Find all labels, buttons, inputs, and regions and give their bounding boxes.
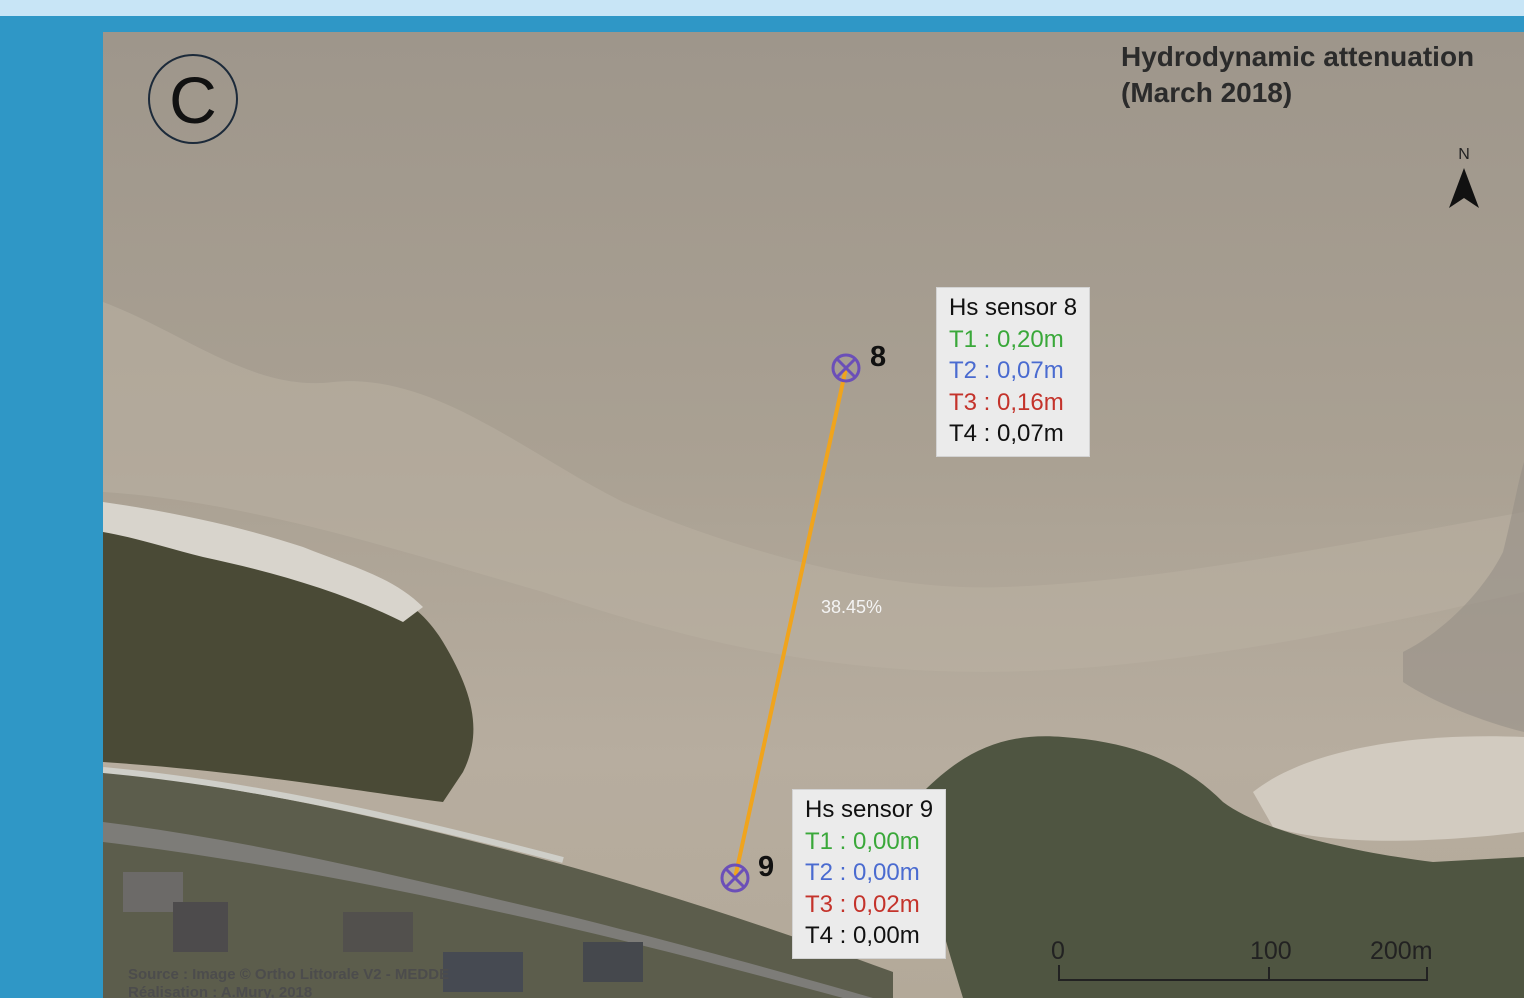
transect-line xyxy=(733,367,848,879)
scale-bar-graphic xyxy=(1058,965,1428,981)
building xyxy=(343,912,413,952)
credits-source: Source : Image © Ortho Littorale V2 - ME… xyxy=(128,966,450,983)
sensor-value-t4: T4 : 0,07m xyxy=(949,420,1064,447)
sensor-value-t4: T4 : 0,00m xyxy=(805,922,920,949)
sand-spit xyxy=(1253,736,1524,841)
building xyxy=(583,942,643,982)
sensor-box-title: Hs sensor 9 xyxy=(805,796,934,823)
sensor-9-box: Hs sensor 9 T1 : 0,00m T2 : 0,00m T3 : 0… xyxy=(792,789,947,959)
scale-label-0: 0 xyxy=(1051,937,1065,965)
sensor-box-title: Hs sensor 8 xyxy=(949,294,1078,321)
attenuation-label: 38.45% xyxy=(821,597,883,617)
map-title-line2: (March 2018) xyxy=(1121,77,1293,108)
top-banner-strip xyxy=(0,0,1524,16)
sensor-8-marker xyxy=(831,353,861,383)
sensor-value-t2: T2 : 0,07m xyxy=(949,357,1064,384)
map-credits: Source : Image © Ortho Littorale V2 - ME… xyxy=(128,966,449,998)
building xyxy=(173,902,228,952)
sensor-value-t1: T1 : 0,00m xyxy=(805,827,920,855)
sensor-value-t2: T2 : 0,00m xyxy=(805,859,920,886)
sensor-9-label: 9 xyxy=(758,851,775,883)
credits-realisation: Réalisation : A.Mury, 2018 xyxy=(128,984,313,998)
sensor-value-t3: T3 : 0,02m xyxy=(805,890,920,918)
tidal-channel xyxy=(1403,462,1524,732)
sensor-value-t1: T1 : 0,20m xyxy=(949,325,1064,353)
dune-vegetation-west xyxy=(103,512,474,802)
scale-label-200: 200m xyxy=(1370,937,1433,965)
north-arrow: N xyxy=(1445,146,1483,212)
sandbar xyxy=(103,302,1524,672)
sensor-value-t3: T3 : 0,16m xyxy=(949,388,1064,416)
panel-letter: C xyxy=(148,54,238,144)
sensor-8-label: 8 xyxy=(870,341,887,373)
sensor-8-box: Hs sensor 8 T1 : 0,20m T2 : 0,07m T3 : 0… xyxy=(936,287,1091,457)
map-frame: C Hydrodynamic attenuation (March 2018) … xyxy=(103,32,1524,998)
building xyxy=(443,952,523,992)
town-area xyxy=(103,772,893,998)
salt-marsh-east xyxy=(923,736,1524,998)
north-arrow-icon xyxy=(1449,168,1479,208)
coastal-road xyxy=(103,822,873,998)
chalk-cliff xyxy=(103,502,423,622)
north-label: N xyxy=(1458,146,1470,163)
map-title: Hydrodynamic attenuation (March 2018) xyxy=(1121,39,1521,111)
scale-label-100: 100 xyxy=(1250,937,1292,965)
seawall xyxy=(103,767,564,863)
sensor-9-marker xyxy=(720,863,750,893)
scale-bar: 0 100 200m xyxy=(1048,937,1433,997)
map-title-line1: Hydrodynamic attenuation xyxy=(1121,41,1475,72)
